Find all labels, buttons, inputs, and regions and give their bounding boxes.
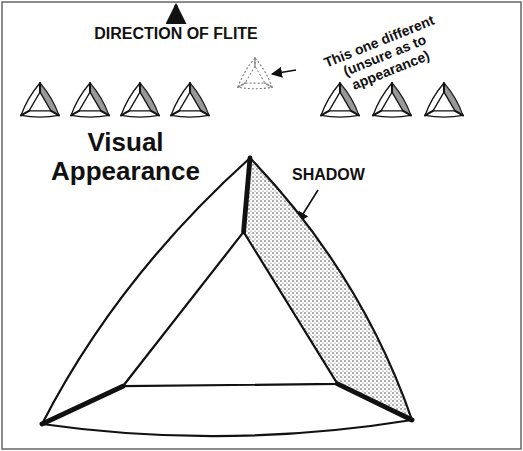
shadow-facet [244, 158, 412, 420]
facet-edge [455, 111, 463, 116]
facet-edge [403, 111, 411, 116]
shadow-label: SHADOW [292, 166, 382, 184]
direction-label: DIRECTION OF FLITE [76, 25, 276, 43]
inner-facet [179, 92, 201, 111]
triangle-outline [373, 83, 411, 117]
inner-facet [381, 92, 403, 111]
inner-facet [245, 66, 265, 83]
triangle-outline [71, 83, 109, 117]
triangle-outline [238, 58, 272, 89]
facet-edge [238, 83, 245, 87]
formation-triangle [71, 83, 109, 117]
formation-triangle [425, 83, 463, 117]
inner-facet [129, 92, 151, 111]
formation-triangle [21, 83, 59, 117]
triangles [21, 58, 463, 436]
facet-edge [443, 83, 445, 92]
facet-edge [373, 111, 381, 116]
facet-edge [21, 111, 29, 116]
figure-title: Visual Appearance [38, 128, 213, 185]
triangle-outline [121, 83, 159, 117]
inner-facet [29, 92, 51, 111]
facet-edge [139, 83, 141, 92]
facet-edge [71, 111, 79, 116]
facet-edge [189, 83, 191, 92]
facet-edge [265, 83, 272, 87]
callout-note: This one different (unsure as to appeara… [298, 3, 473, 109]
facet-edge [51, 111, 59, 116]
formation-triangle [373, 83, 411, 117]
facet-edge [42, 386, 123, 424]
facet-edge [39, 83, 41, 92]
facet-edge [171, 111, 179, 116]
facet-edge [425, 111, 433, 116]
facet-edge [151, 111, 159, 116]
inner-facet [123, 232, 338, 386]
inner-facet [433, 92, 455, 111]
inner-facet [329, 92, 351, 111]
facet-edge [201, 111, 209, 116]
formation-triangle [171, 83, 209, 117]
facet-edge [244, 158, 250, 232]
direction-arrow [175, 5, 178, 22]
triangle-outline [171, 83, 209, 117]
callout-arrow [272, 70, 296, 74]
facet-edge [121, 111, 129, 116]
facet-edge [321, 111, 329, 116]
facet-edge [351, 111, 359, 116]
triangle-outline [425, 83, 463, 117]
triangle-outline [21, 83, 59, 117]
large-triangle [42, 158, 412, 436]
facet-edge [391, 83, 393, 92]
facet-edge [89, 83, 91, 92]
facet-edge [254, 58, 256, 66]
facet-edge [338, 384, 412, 420]
uncertain-triangle [238, 58, 272, 89]
facet-edge [339, 83, 341, 92]
triangle-outline [42, 158, 412, 436]
formation-triangle [121, 83, 159, 117]
facet-edge [101, 111, 109, 116]
inner-facet [79, 92, 101, 111]
